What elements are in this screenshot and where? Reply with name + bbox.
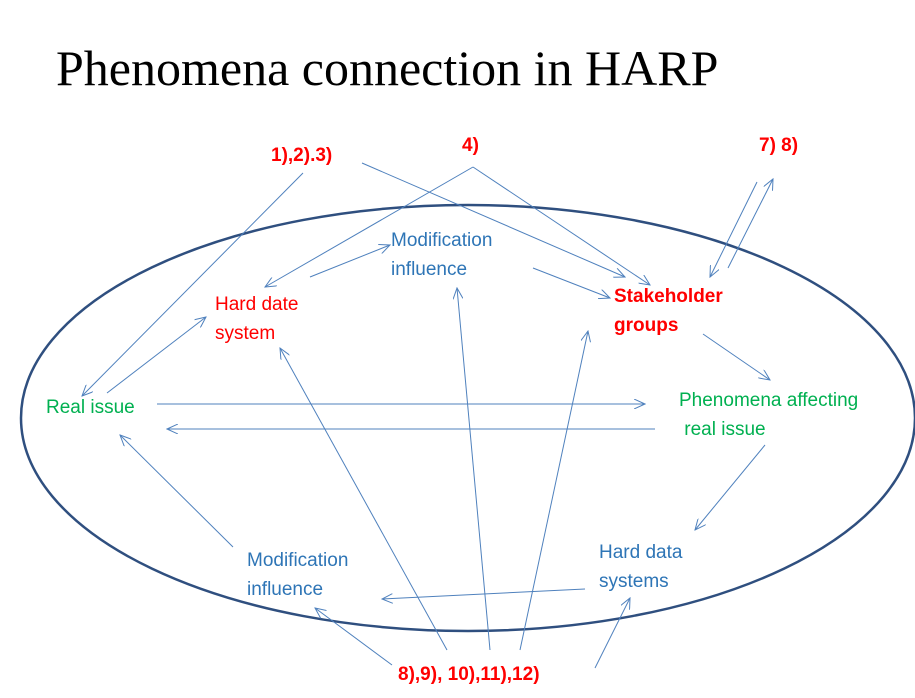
- edge-real-issue-to-hard-date: [106, 317, 206, 394]
- edge-ref78-to-stakeholders: [710, 181, 758, 277]
- edge-hard-data-to-mod-bottom: [382, 588, 586, 599]
- node-stakeholder-groups-line2: groups: [614, 315, 678, 336]
- edges: [82, 162, 773, 669]
- node-real-issue: Real issue: [46, 397, 135, 418]
- node-modification-influence-top-line2: influence: [391, 259, 467, 280]
- edge-ref4-to-hard-date: [265, 166, 474, 287]
- system-boundary-ellipse: [19, 203, 915, 633]
- edge-mod-bottom-to-real-issue: [120, 435, 234, 548]
- node-phenomena-affecting: Phenomena affecting real issue: [679, 390, 885, 440]
- node-modification-influence-top: Modification influence: [391, 230, 498, 280]
- node-hard-date-system-line2: system: [215, 323, 275, 344]
- node-stakeholder-groups: Stakeholder groups: [614, 286, 728, 336]
- ref-7-8-label: 7) 8): [759, 135, 798, 156]
- node-modification-influence-top-line1: Modification: [391, 230, 492, 251]
- edge-stakeholders-to-phenomena: [702, 333, 770, 380]
- node-hard-date-system-line1: Hard date: [215, 294, 298, 315]
- node-hard-data-systems: Hard data systems: [599, 542, 688, 592]
- edge-ref123-to-real-issue: [82, 172, 304, 396]
- edge-mod-top-to-stakeholders: [532, 267, 610, 298]
- edge-ref8-12-to-stakeholders: [519, 331, 588, 651]
- node-phenomena-affecting-line1: Phenomena affecting: [679, 390, 858, 411]
- ref-4-label: 4): [462, 135, 479, 156]
- edge-ref123-to-stakeholders: [361, 162, 625, 277]
- ref-1-2-3-label: 1),2).3): [271, 145, 332, 166]
- node-modification-influence-bottom-line2: influence: [247, 579, 323, 600]
- edge-phenomena-to-hard-data: [695, 444, 766, 530]
- node-modification-influence-bottom: Modification influence: [247, 550, 354, 600]
- ref-8-12-label: 8),9), 10),11),12): [398, 664, 540, 685]
- page-title: Phenomena connection in HARP: [56, 40, 718, 96]
- edge-ref8-12-to-hard-data: [594, 598, 630, 669]
- node-hard-data-systems-line2: systems: [599, 571, 669, 592]
- edge-ref4-to-stakeholders: [472, 166, 650, 285]
- node-modification-influence-bottom-line1: Modification: [247, 550, 348, 571]
- node-stakeholder-groups-line1: Stakeholder: [614, 286, 723, 307]
- edge-ref8-12-to-hard-date: [280, 348, 448, 651]
- node-hard-date-system: Hard date system: [215, 294, 304, 344]
- node-phenomena-affecting-line2: real issue: [679, 419, 766, 440]
- edge-ref8-12-to-mod-top: [457, 288, 491, 651]
- edge-ref8-12-to-mod-bottom: [315, 608, 393, 666]
- node-hard-data-systems-line1: Hard data: [599, 542, 683, 563]
- edge-stakeholders-to-ref78: [727, 179, 773, 269]
- edge-hard-date-to-mod-top: [309, 245, 390, 278]
